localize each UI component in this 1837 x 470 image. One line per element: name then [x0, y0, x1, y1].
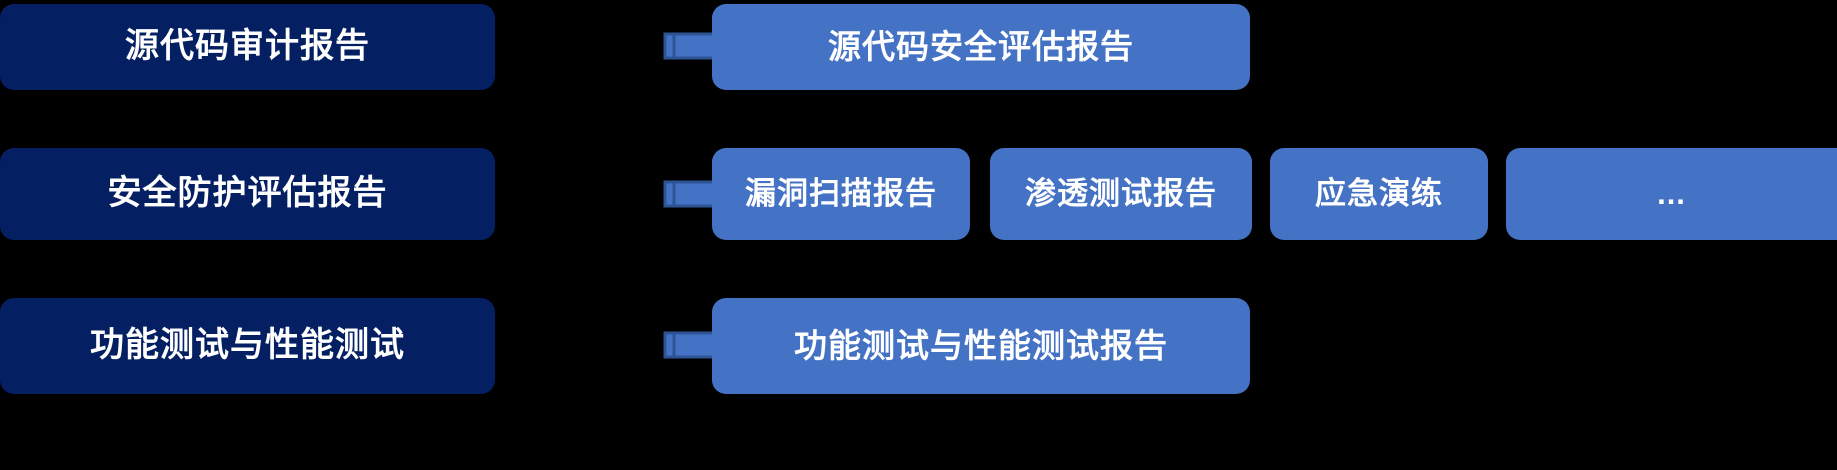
source-box-row-1[interactable]: 源代码审计报告 — [0, 4, 495, 90]
source-box-row-3[interactable]: 功能测试与性能测试 — [0, 298, 495, 394]
output-box-row-2-item-1[interactable]: 漏洞扫描报告 — [712, 148, 970, 240]
source-box-row-2[interactable]: 安全防护评估报告 — [0, 148, 495, 240]
output-box-row-3-item-1[interactable]: 功能测试与性能测试报告 — [712, 298, 1250, 394]
output-box-row-2-item-4[interactable]: ... — [1506, 148, 1837, 240]
output-box-row-1-item-1[interactable]: 源代码安全评估报告 — [712, 4, 1250, 90]
output-box-row-2-item-2[interactable]: 渗透测试报告 — [990, 148, 1252, 240]
output-box-row-2-item-3[interactable]: 应急演练 — [1270, 148, 1488, 240]
